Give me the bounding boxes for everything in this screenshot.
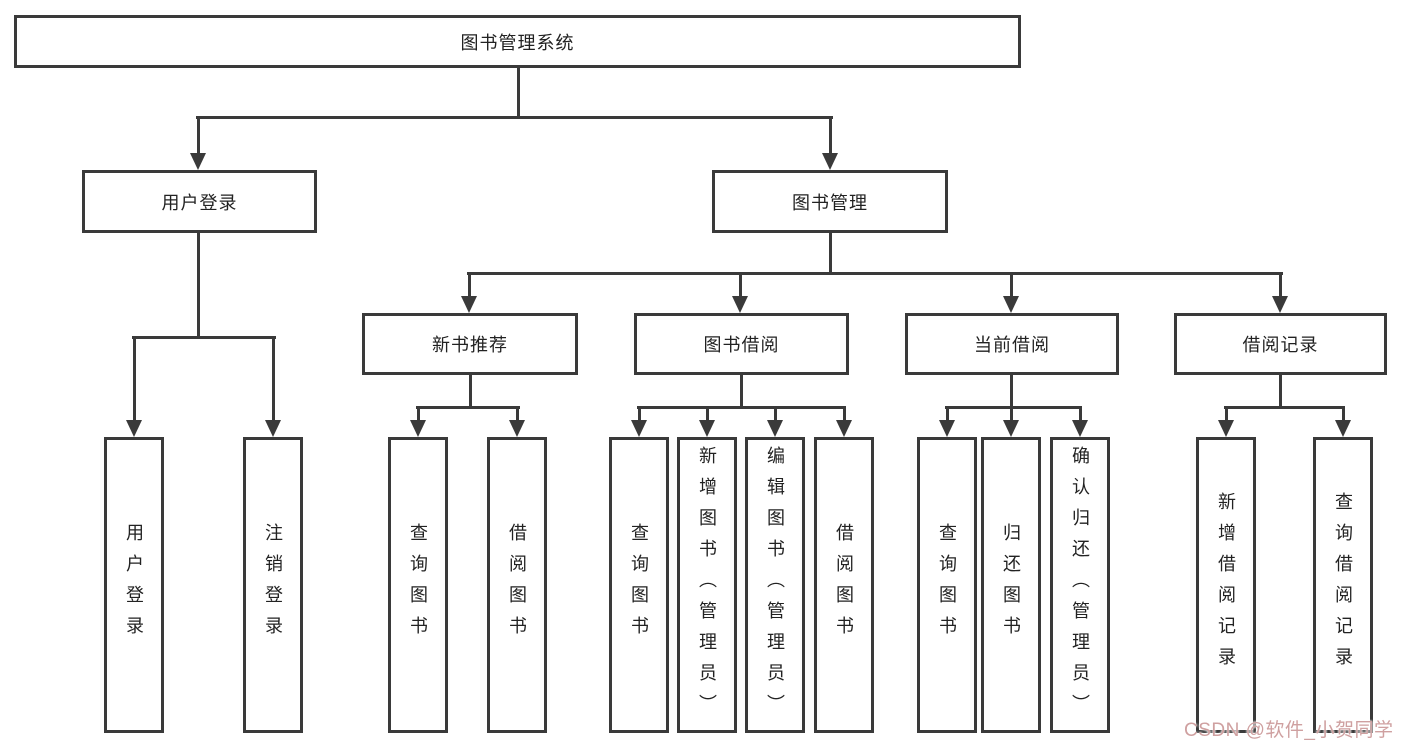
connector-drop-line xyxy=(843,406,846,422)
arrow-down-icon xyxy=(822,153,838,170)
arrow-down-icon xyxy=(767,420,783,437)
connector-user-login-stem xyxy=(197,233,200,339)
node-label: 当前借阅 xyxy=(974,335,1050,355)
connector-drop-line xyxy=(1279,272,1282,298)
leaf-add-borrow-record: 新增借阅记录 xyxy=(1196,437,1256,733)
connector-drop-line xyxy=(1079,406,1082,422)
connector-user-login-branch xyxy=(132,336,276,339)
node-new-book-recommend: 新书推荐 xyxy=(362,313,578,375)
connector-book-mgmt-stem xyxy=(829,233,832,275)
arrow-down-icon xyxy=(699,420,715,437)
node-library-management-system: 图书管理系统 xyxy=(14,15,1021,68)
connector-drop-line xyxy=(739,272,742,298)
leaf-label: 注销登录 xyxy=(263,523,283,647)
connector-drop-line xyxy=(1225,406,1228,422)
arrow-down-icon xyxy=(836,420,852,437)
leaf-query-books-borrowing: 查询图书 xyxy=(609,437,669,733)
connector-borrow-records-branch xyxy=(1224,406,1345,409)
arrow-down-icon xyxy=(1335,420,1351,437)
connector-drop-line xyxy=(272,336,275,421)
arrow-down-icon xyxy=(1218,420,1234,437)
node-label: 图书借阅 xyxy=(703,335,780,355)
node-label: 用户登录 xyxy=(161,192,238,213)
node-label: 借阅记录 xyxy=(1242,335,1319,355)
leaf-query-books-current: 查询图书 xyxy=(917,437,977,733)
connector-new-book-stem xyxy=(469,375,472,409)
arrow-down-icon xyxy=(1272,296,1288,313)
leaf-query-borrow-record: 查询借阅记录 xyxy=(1313,437,1373,733)
leaf-label: 归还图书 xyxy=(1001,523,1021,647)
leaf-return-book: 归还图书 xyxy=(981,437,1041,733)
arrow-down-icon xyxy=(190,153,206,170)
node-book-borrowing: 图书借阅 xyxy=(634,313,849,375)
leaf-label: 查询图书 xyxy=(629,523,649,647)
leaf-label: 查询借阅记录 xyxy=(1333,492,1353,678)
leaf-confirm-return-admin: 确认归还（管理员） xyxy=(1050,437,1110,733)
connector-root-branch xyxy=(196,116,833,119)
leaf-label: 新增借阅记录 xyxy=(1216,492,1236,678)
connector-borrow-records-stem xyxy=(1279,375,1282,409)
leaf-user-login: 用户登录 xyxy=(104,437,164,733)
leaf-label: 查询图书 xyxy=(937,523,957,647)
leaf-label: 查询图书 xyxy=(408,523,428,647)
connector-drop-line xyxy=(417,406,420,422)
leaf-label: 借阅图书 xyxy=(834,523,854,647)
leaf-borrow-books-recommend: 借阅图书 xyxy=(487,437,547,733)
connector-drop-line xyxy=(829,116,832,155)
arrow-down-icon xyxy=(939,420,955,437)
connector-drop-line xyxy=(1010,272,1013,298)
node-current-borrowing: 当前借阅 xyxy=(905,313,1119,375)
node-label: 图书管理系统 xyxy=(460,32,575,53)
arrow-down-icon xyxy=(126,420,142,437)
connector-drop-line xyxy=(468,272,471,298)
connector-drop-line xyxy=(1342,406,1345,422)
node-label: 图书管理 xyxy=(792,192,868,213)
connector-drop-line xyxy=(516,406,519,422)
leaf-label: 借阅图书 xyxy=(507,523,527,647)
node-user-login: 用户登录 xyxy=(82,170,317,233)
connector-book-borrow-stem xyxy=(740,375,743,409)
node-book-management: 图书管理 xyxy=(712,170,948,233)
arrow-down-icon xyxy=(631,420,647,437)
arrow-down-icon xyxy=(1072,420,1088,437)
connector-current-borrow-branch xyxy=(945,406,1082,409)
arrow-down-icon xyxy=(1003,420,1019,437)
connector-drop-line xyxy=(638,406,641,422)
leaf-add-book-admin: 新增图书（管理员） xyxy=(677,437,737,733)
leaf-logout: 注销登录 xyxy=(243,437,303,733)
connector-drop-line xyxy=(706,406,709,422)
leaf-edit-book-admin: 编辑图书（管理员） xyxy=(745,437,805,733)
leaf-label: 编辑图书（管理员） xyxy=(765,445,785,725)
connector-new-book-branch xyxy=(416,406,520,409)
connector-current-borrow-stem xyxy=(1010,375,1013,409)
connector-book-borrow-branch xyxy=(637,406,846,409)
arrow-down-icon xyxy=(461,296,477,313)
connector-drop-line xyxy=(133,336,136,421)
leaf-borrow-books-borrowing: 借阅图书 xyxy=(814,437,874,733)
connector-book-mgmt-branch xyxy=(467,272,1283,275)
leaf-label: 用户登录 xyxy=(124,523,144,647)
leaf-query-books-recommend: 查询图书 xyxy=(388,437,448,733)
leaf-label: 新增图书（管理员） xyxy=(697,445,717,725)
arrow-down-icon xyxy=(265,420,281,437)
arrow-down-icon xyxy=(509,420,525,437)
leaf-label: 确认归还（管理员） xyxy=(1070,445,1090,725)
connector-root-stem xyxy=(517,68,520,119)
node-borrowing-records: 借阅记录 xyxy=(1174,313,1387,375)
connector-drop-line xyxy=(197,116,200,155)
connector-drop-line xyxy=(774,406,777,422)
node-label: 新书推荐 xyxy=(432,335,508,355)
arrow-down-icon xyxy=(732,296,748,313)
csdn-watermark: CSDN @软件_小贺同学 xyxy=(1184,720,1394,741)
arrow-down-icon xyxy=(410,420,426,437)
arrow-down-icon xyxy=(1003,296,1019,313)
connector-drop-line xyxy=(946,406,949,422)
connector-drop-line xyxy=(1010,406,1013,422)
